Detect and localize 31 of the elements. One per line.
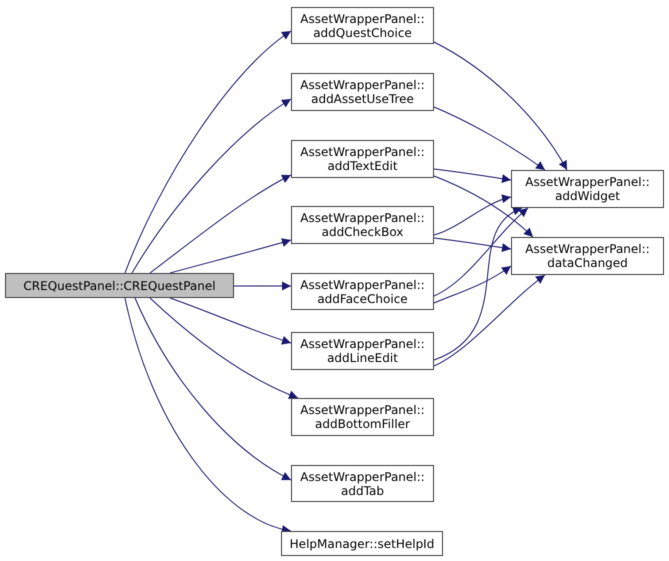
call-arrow — [434, 176, 534, 238]
function-box: AssetWrapperPanel:: addBottomFiller — [291, 398, 434, 436]
call-arrow — [434, 266, 512, 304]
call-arrow — [132, 98, 292, 274]
call-arrow — [434, 238, 512, 252]
function-box: AssetWrapperPanel:: addAssetUseTree — [291, 73, 434, 111]
call-arrow — [150, 174, 292, 274]
call-arrow — [124, 30, 292, 274]
call-arrow — [434, 208, 522, 360]
function-box: AssetWrapperPanel:: addFaceChoice — [291, 273, 434, 310]
call-arrow — [434, 274, 546, 366]
call-arrow — [434, 42, 568, 170]
call-arrow — [434, 208, 528, 296]
call-arrow — [170, 298, 292, 344]
call-arrow — [434, 168, 512, 184]
call-arrow — [434, 106, 546, 170]
function-box: AssetWrapperPanel:: addLineEdit — [291, 332, 434, 370]
call-arrow — [134, 298, 292, 480]
call-arrow — [234, 282, 292, 290]
function-box: AssetWrapperPanel:: addTab — [291, 465, 434, 502]
call-arrow — [170, 238, 292, 274]
function-box: AssetWrapperPanel:: addQuestChoice — [291, 7, 434, 44]
call-arrow — [124, 298, 292, 534]
function-box: AssetWrapperPanel:: dataChanged — [511, 237, 664, 275]
function-box: AssetWrapperPanel:: addCheckBox — [291, 206, 434, 244]
function-box: AssetWrapperPanel:: addWidget — [511, 170, 664, 208]
function-box: CREQuestPanel::CREQuestPanel — [5, 273, 234, 298]
function-box: AssetWrapperPanel:: addTextEdit — [291, 140, 434, 178]
call-arrow — [434, 194, 512, 236]
function-box: HelpManager::setHelpId — [281, 531, 443, 556]
call-arrow — [150, 298, 298, 399]
